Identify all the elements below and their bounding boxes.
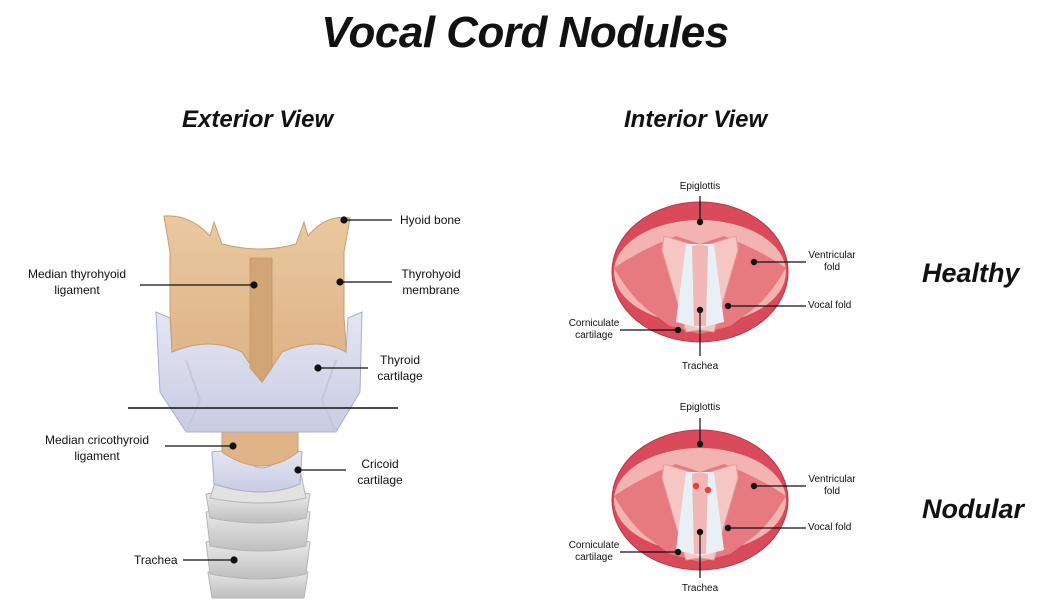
nodule-right <box>704 486 712 494</box>
label-healthy-vocal-fold: Vocal fold <box>808 300 852 311</box>
label-nodular-ventricular-fold: Ventricular fold <box>808 474 856 497</box>
label-healthy-trachea: Trachea <box>681 361 719 372</box>
state-healthy: Healthy <box>922 258 1020 288</box>
label-trachea-exterior: Trachea <box>134 553 178 567</box>
label-cricoid-cartilage: Cricoid cartilage <box>357 457 403 487</box>
label-nodular-epiglottis: Epiglottis <box>679 402 721 413</box>
exterior-view-title: Exterior View <box>182 106 334 133</box>
label-thyroid-cartilage: Thyroid cartilage <box>377 353 423 383</box>
healthy-glottis <box>611 196 806 356</box>
page-title: Vocal Cord Nodules <box>321 8 729 57</box>
label-nodular-trachea: Trachea <box>681 583 719 594</box>
exterior-larynx <box>128 215 398 599</box>
median-cricothyroid-ligament-shape <box>221 431 299 467</box>
label-healthy-corniculate-cartilage: Corniculate cartilage <box>568 318 620 341</box>
label-healthy-epiglottis: Epiglottis <box>679 181 721 192</box>
label-healthy-ventricular-fold: Ventricular fold <box>808 250 856 273</box>
label-median-thyrohyoid-ligament: Median thyrohyoid ligament <box>27 267 127 297</box>
label-nodular-vocal-fold: Vocal fold <box>808 522 852 533</box>
interior-view-title: Interior View <box>624 106 768 133</box>
median-thyrohyoid-ligament-shape <box>249 257 273 383</box>
label-hyoid-bone: Hyoid bone <box>400 213 461 227</box>
label-thyrohyoid-membrane: Thyrohyoid membrane <box>401 267 461 297</box>
state-nodular: Nodular <box>922 494 1025 524</box>
nodular-glottis <box>611 418 806 578</box>
nodule-left <box>692 482 700 490</box>
label-median-cricothyroid-ligament: Median cricothyroid ligament <box>44 433 150 463</box>
label-nodular-corniculate-cartilage: Corniculate cartilage <box>568 540 620 563</box>
